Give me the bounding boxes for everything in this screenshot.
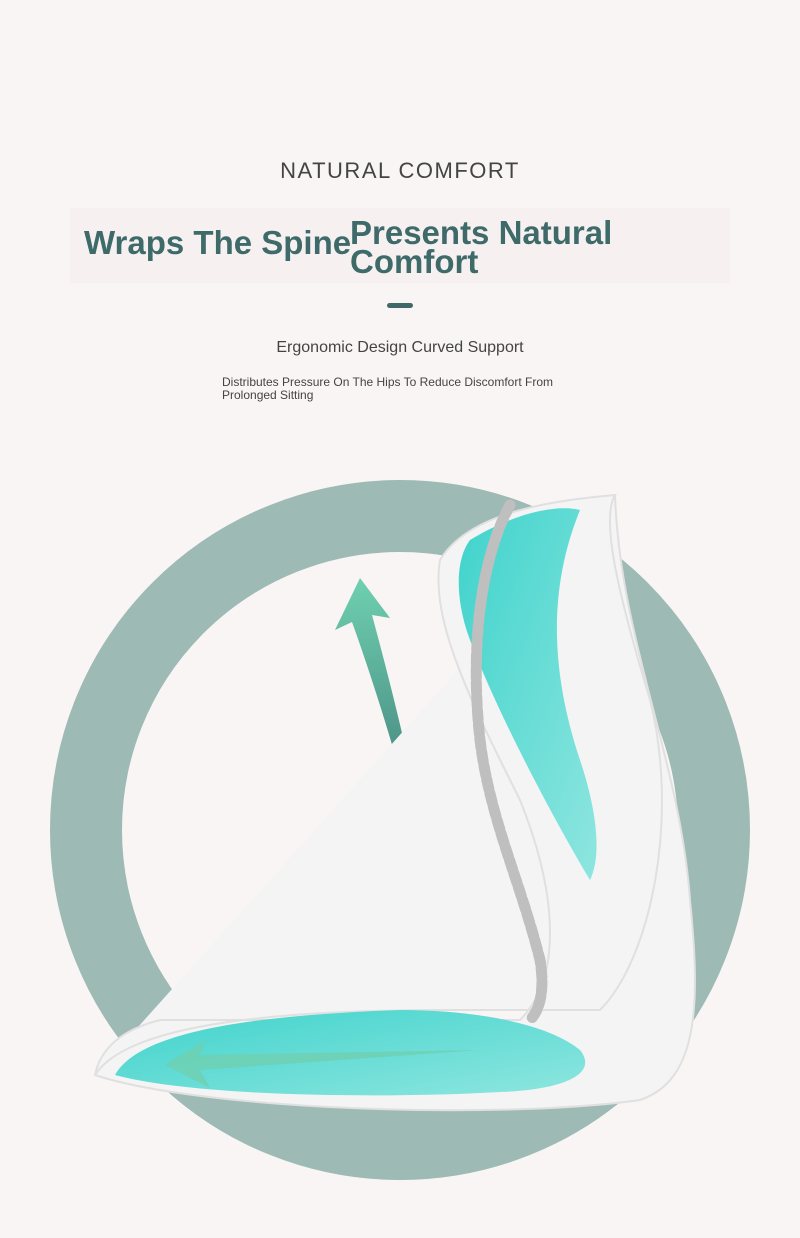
section-eyebrow: NATURAL COMFORT: [280, 158, 520, 183]
left-arrow-icon: [165, 1040, 480, 1088]
cushion: [93, 493, 696, 1112]
spine-illustration: [470, 499, 548, 1026]
title-part-1: Wraps The Spine: [84, 224, 352, 261]
title-part-2: Presents Natural Comfort: [350, 214, 613, 280]
up-arrow-icon: [335, 578, 435, 905]
subtitle: Ergonomic Design Curved Support: [276, 339, 524, 356]
description: Distributes Pressure On The Hips To Redu…: [222, 375, 554, 402]
divider: [387, 303, 413, 308]
ring-decoration: [50, 480, 750, 1180]
title-band: [70, 208, 730, 283]
